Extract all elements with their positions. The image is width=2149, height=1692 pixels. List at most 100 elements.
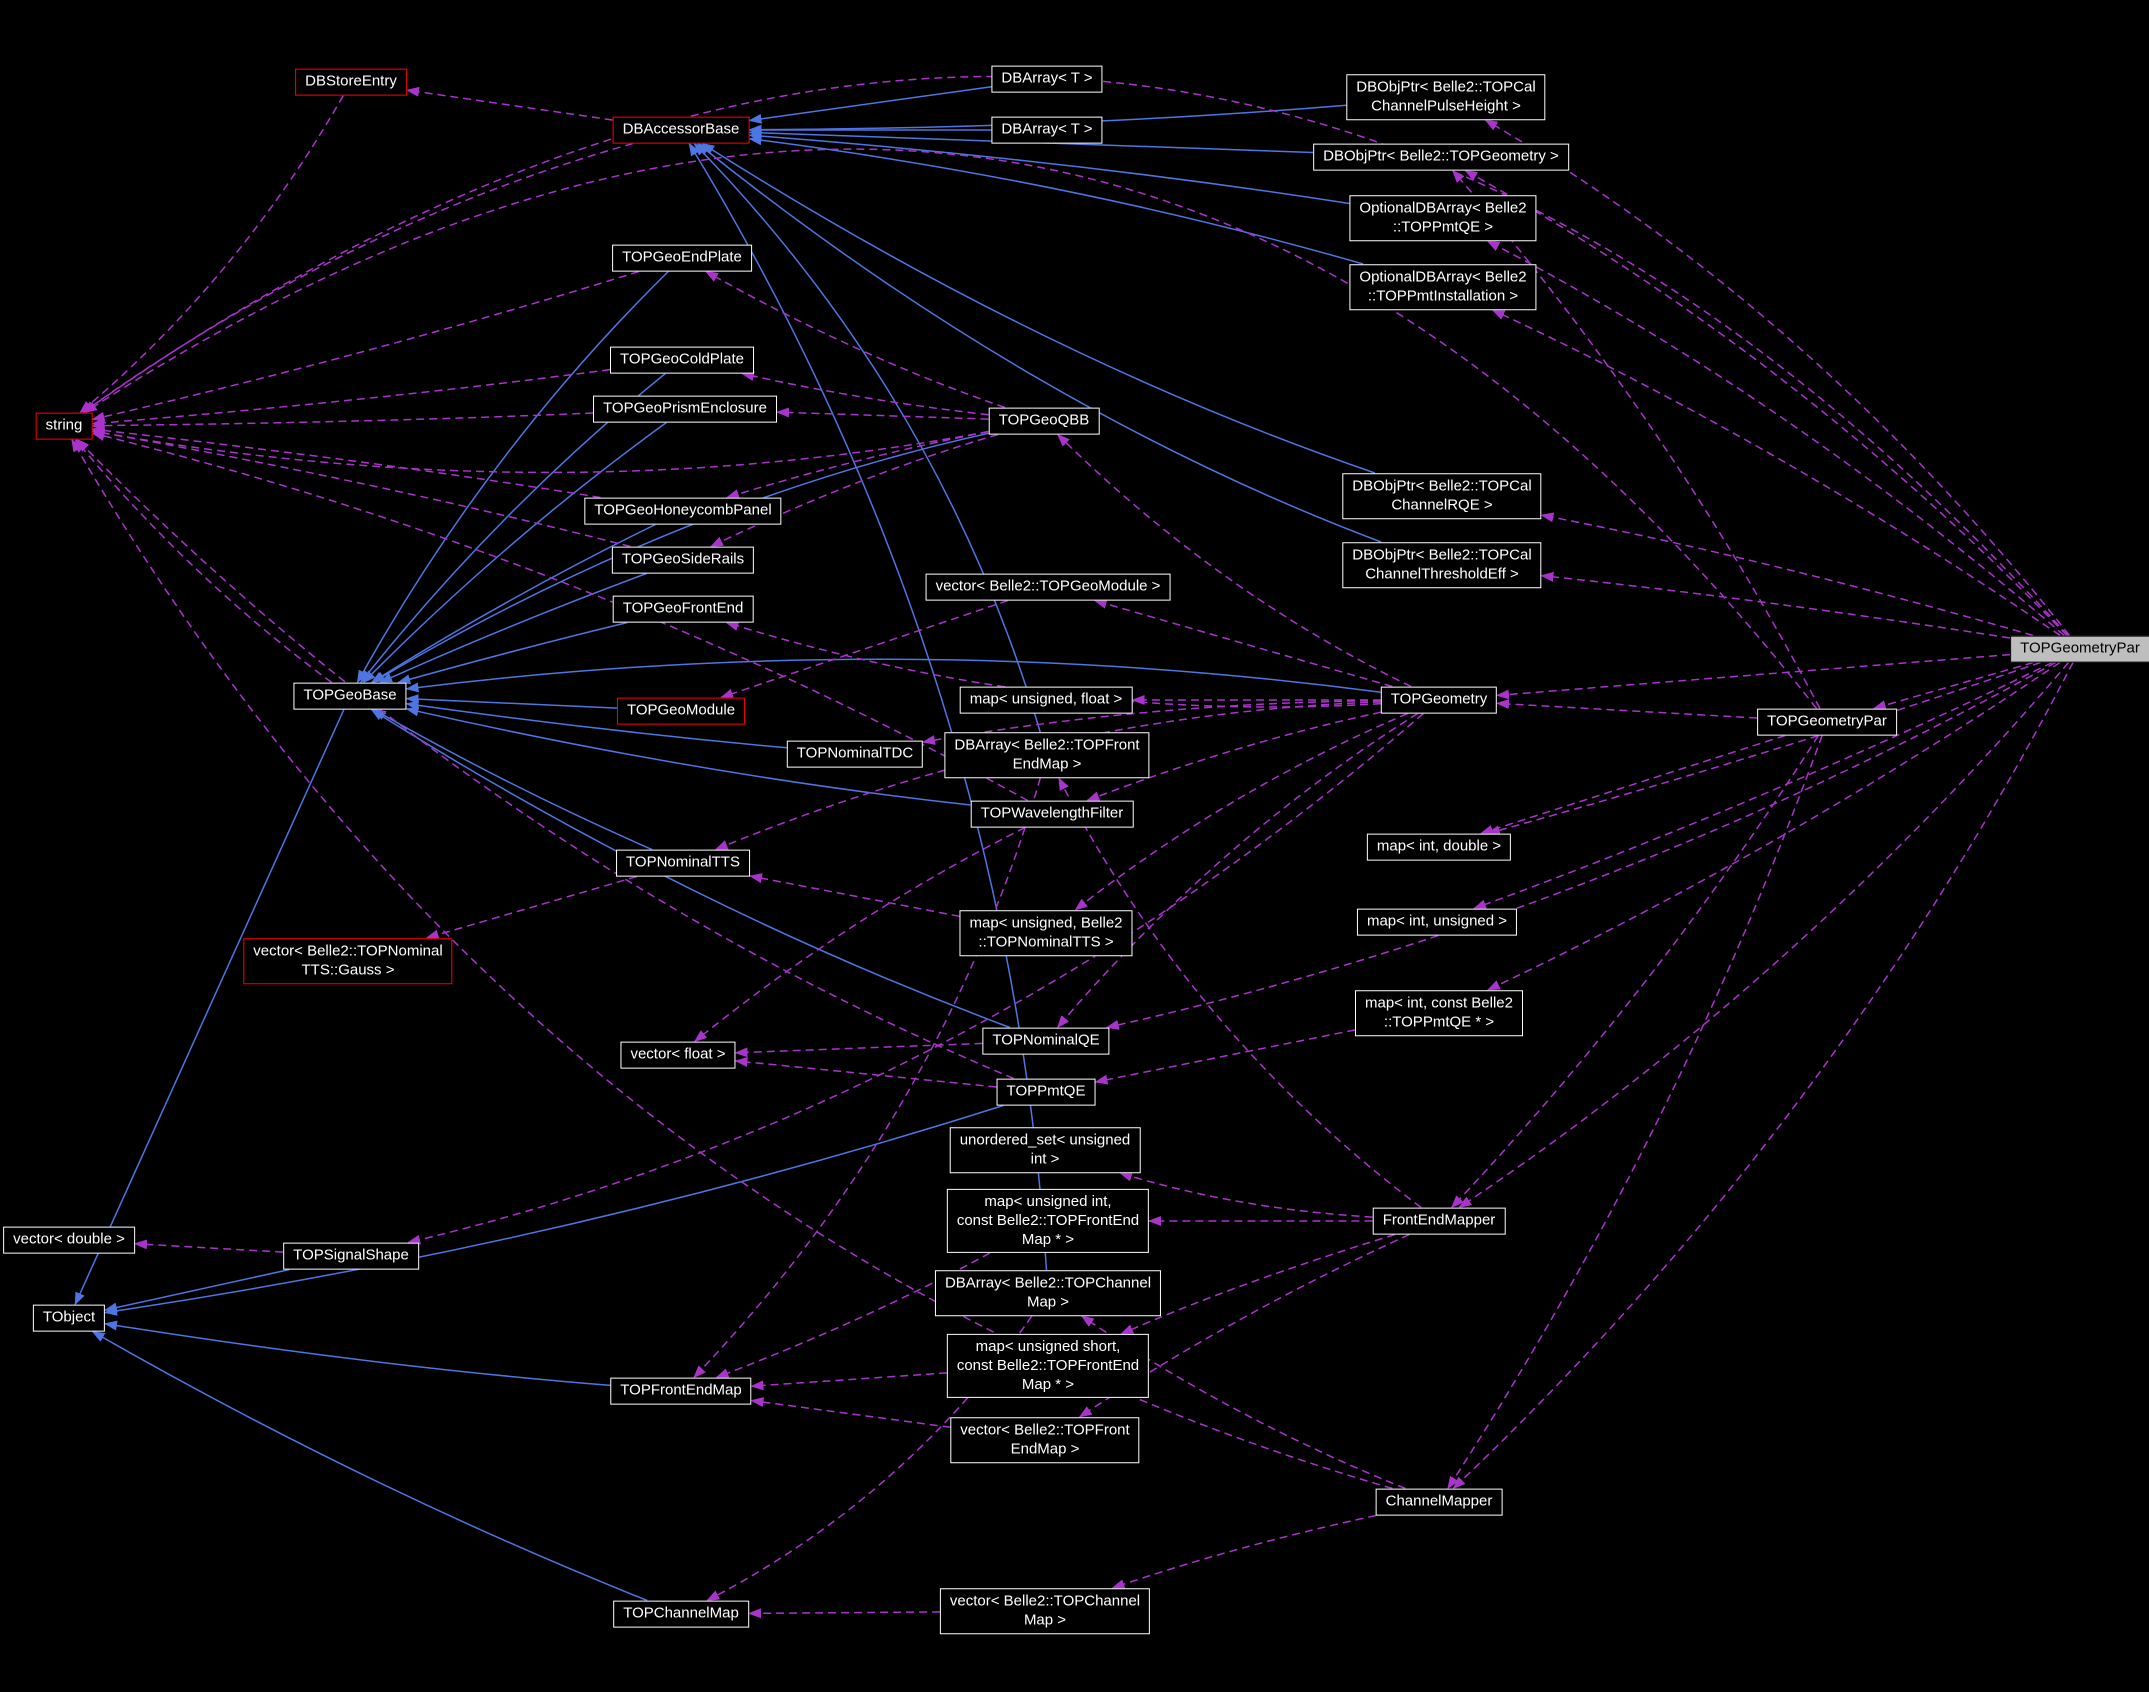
graph-node-dbobjptr_pulseheight[interactable]: DBObjPtr< Belle2::TOPCal ChannelPulseHei… bbox=[1346, 74, 1546, 120]
edge-optdbarray_pmtqe-dbaccessorbase bbox=[748, 131, 1350, 205]
edge-topgeometry-topwavelengthfilter bbox=[1086, 711, 1382, 802]
graph-node-map_int_unsigned[interactable]: map< int, unsigned > bbox=[1356, 908, 1518, 936]
edge-map_int_pmtqe-toppmtqe bbox=[1094, 1029, 1356, 1085]
edge-topsignalshape-vector_double bbox=[134, 1239, 284, 1253]
graph-node-optdbarray_pmtinst[interactable]: OptionalDBArray< Belle2 ::TOPPmtInstalla… bbox=[1349, 264, 1537, 310]
graph-node-dbobjptr_rqe[interactable]: DBObjPtr< Belle2::TOPCal ChannelRQE > bbox=[1342, 473, 1542, 519]
graph-node-topfrontendmap[interactable]: TOPFrontEndMap bbox=[610, 1377, 752, 1405]
graph-node-topwavelengthfilter[interactable]: TOPWavelengthFilter bbox=[970, 800, 1134, 828]
edge-map_unsigned_tts-topnominaltts bbox=[749, 873, 960, 918]
edge-topgeoqbb-string bbox=[91, 428, 989, 474]
graph-node-topgeometrypar_main[interactable]: TOPGeometryPar bbox=[2010, 635, 2149, 663]
edge-topgeometrypar_main-map_int_pmtqe bbox=[1486, 661, 2061, 991]
graph-node-string[interactable]: string bbox=[35, 412, 93, 440]
edge-map_ushort_frontend-topfrontendmap bbox=[750, 1372, 948, 1391]
graph-node-map_uint_frontend[interactable]: map< unsigned int, const Belle2::TOPFron… bbox=[946, 1188, 1150, 1254]
graph-node-vector_gauss[interactable]: vector< Belle2::TOPNominal TTS::Gauss > bbox=[243, 938, 453, 984]
graph-node-topgeosiderails[interactable]: TOPGeoSideRails bbox=[611, 546, 755, 574]
edge-topgeocoldplate-string bbox=[91, 368, 611, 428]
graph-node-topgeobase[interactable]: TOPGeoBase bbox=[293, 682, 407, 710]
edge-topnominaltdc-topgeobase bbox=[405, 700, 788, 749]
edge-topgeometrypar_main-map_int_double bbox=[1486, 661, 2041, 836]
edge-optdbarray_pmtinst-dbaccessorbase bbox=[748, 135, 1364, 265]
edge-topgeoqbb-topgeobase bbox=[371, 432, 989, 684]
edge-topgeometrypar_main-dbobjptr_rqe bbox=[1540, 512, 2034, 637]
edge-topgeometrypar_main-topnominalqe bbox=[1105, 661, 2056, 1030]
edge-topwavelengthfilter-topgeobase bbox=[405, 706, 971, 806]
graph-node-optdbarray_pmtqe[interactable]: OptionalDBArray< Belle2 ::TOPPmtQE > bbox=[1349, 195, 1537, 241]
edge-vector_frontendmap-topfrontendmap bbox=[750, 1397, 951, 1429]
edge-dbobjptr_threshold-dbaccessorbase bbox=[697, 142, 1382, 543]
edge-topgeometrypar_main-topgeometrypar2 bbox=[1872, 661, 2034, 710]
graph-node-topgeoprismenclosure[interactable]: TOPGeoPrismEnclosure bbox=[593, 395, 777, 423]
graph-node-topnominalqe[interactable]: TOPNominalQE bbox=[982, 1027, 1110, 1055]
graph-node-topchannelmap[interactable]: TOPChannelMap bbox=[613, 1600, 749, 1628]
graph-node-vector_geomodule[interactable]: vector< Belle2::TOPGeoModule > bbox=[925, 573, 1171, 601]
edge-toppmtqe-vector_float bbox=[734, 1057, 997, 1088]
graph-node-vector_double[interactable]: vector< double > bbox=[3, 1226, 135, 1254]
graph-node-topgeometry[interactable]: TOPGeometry bbox=[1380, 686, 1498, 714]
edge-topgeometrypar2-dbobjptr_geometry bbox=[1452, 169, 1821, 709]
edge-topgeometrypar_main-string bbox=[82, 75, 2069, 637]
edge-topgeoqbb-topgeohoneycomb bbox=[725, 430, 989, 499]
edge-topchannelmap-tobject bbox=[91, 1330, 648, 1602]
edge-topgeometrypar_main-dbobjptr_geometry bbox=[1464, 169, 2068, 637]
edge-dbstoreentry-string bbox=[79, 95, 344, 414]
graph-node-dbarray_t2[interactable]: DBArray< T > bbox=[991, 116, 1103, 144]
graph-node-vector_float[interactable]: vector< float > bbox=[620, 1041, 736, 1069]
graph-node-map_ushort_frontend[interactable]: map< unsigned short, const Belle2::TOPFr… bbox=[946, 1333, 1150, 1399]
graph-node-dbarray_channelmap[interactable]: DBArray< Belle2::TOPChannel Map > bbox=[934, 1270, 1162, 1316]
graph-node-topnominaltdc[interactable]: TOPNominalTDC bbox=[786, 740, 924, 768]
graph-node-topgeoendplate[interactable]: TOPGeoEndPlate bbox=[612, 244, 752, 272]
graph-node-topgeomodule[interactable]: TOPGeoModule bbox=[616, 697, 746, 725]
graph-node-channelmapper[interactable]: ChannelMapper bbox=[1375, 1488, 1503, 1516]
graph-node-topgeohoneycomb[interactable]: TOPGeoHoneycombPanel bbox=[584, 497, 782, 525]
graph-node-dbarray_t1[interactable]: DBArray< T > bbox=[991, 65, 1103, 93]
edge-dbarray_frontendmap-dbaccessorbase bbox=[693, 142, 1041, 733]
graph-node-unordered_set[interactable]: unordered_set< unsigned int > bbox=[949, 1127, 1141, 1173]
graph-node-vector_frontendmap[interactable]: vector< Belle2::TOPFront EndMap > bbox=[950, 1417, 1140, 1463]
graph-node-topgeoqbb[interactable]: TOPGeoQBB bbox=[988, 407, 1100, 435]
edge-channelmapper-vector_channelmap bbox=[1111, 1514, 1377, 1589]
edge-topgeoprismenclosure-topgeobase bbox=[362, 421, 667, 684]
graph-node-vector_channelmap[interactable]: vector< Belle2::TOPChannel Map > bbox=[939, 1588, 1151, 1634]
edge-topgeometrypar_main-topgeometry bbox=[1496, 653, 2011, 700]
edge-toppmtqe-tobject bbox=[104, 1104, 1004, 1316]
graph-node-dbstoreentry[interactable]: DBStoreEntry bbox=[295, 68, 407, 96]
edge-vector_channelmap-topchannelmap bbox=[748, 1608, 941, 1619]
graph-node-map_unsigned_tts[interactable]: map< unsigned, Belle2 ::TOPNominalTTS > bbox=[959, 910, 1133, 956]
graph-node-toppmtqe[interactable]: TOPPmtQE bbox=[996, 1078, 1096, 1106]
graph-node-map_int_pmtqe[interactable]: map< int, const Belle2 ::TOPPmtQE * > bbox=[1354, 990, 1524, 1036]
edge-topgeosiderails-topgeobase bbox=[379, 572, 647, 684]
edge-topgeoqbb-topgeocoldplate bbox=[741, 371, 989, 416]
graph-node-topgeometrypar2[interactable]: TOPGeometryPar bbox=[1757, 708, 1897, 736]
edge-topfrontendmap-tobject bbox=[104, 1320, 611, 1387]
graph-node-dbobjptr_geometry[interactable]: DBObjPtr< Belle2::TOPGeometry > bbox=[1313, 143, 1569, 171]
graph-node-map_int_double[interactable]: map< int, double > bbox=[1366, 833, 1512, 861]
edge-topgeobase-tobject bbox=[74, 709, 345, 1306]
edge-vector_geomodule-topgeomodule bbox=[720, 599, 1009, 699]
edge-frontendmapper-dbarray_frontendmap bbox=[1058, 777, 1422, 1209]
graph-node-topgeocoldplate[interactable]: TOPGeoColdPlate bbox=[610, 346, 754, 374]
edge-topgeobase-string bbox=[74, 438, 333, 684]
graph-node-tobject[interactable]: TObject bbox=[32, 1304, 106, 1332]
graph-node-dbobjptr_threshold[interactable]: DBObjPtr< Belle2::TOPCal ChannelThreshol… bbox=[1342, 542, 1542, 588]
graph-node-map_unsigned_float[interactable]: map< unsigned, float > bbox=[959, 686, 1133, 714]
edge-dbaccessorbase-string bbox=[82, 142, 634, 414]
graph-node-topsignalshape[interactable]: TOPSignalShape bbox=[283, 1242, 419, 1270]
edge-topgeometry-map_unsigned_tts bbox=[1074, 712, 1408, 911]
graph-node-topgeofrontend[interactable]: TOPGeoFrontEnd bbox=[612, 595, 754, 623]
edge-topgeohoneycomb-string bbox=[91, 425, 601, 499]
edge-topgeometrypar_main-optdbarray_pmtqe bbox=[1486, 240, 2065, 637]
graph-node-dbarray_frontendmap[interactable]: DBArray< Belle2::TOPFront EndMap > bbox=[944, 732, 1150, 778]
edge-frontendmapper-unordered_set bbox=[1119, 1171, 1373, 1218]
graph-node-dbaccessorbase[interactable]: DBAccessorBase bbox=[612, 116, 750, 144]
edge-topgeomodule-topgeobase bbox=[405, 694, 618, 709]
graph-node-frontendmapper[interactable]: FrontEndMapper bbox=[1372, 1207, 1506, 1235]
edge-topgeometrypar2-map_int_double bbox=[1479, 734, 1786, 835]
graph-node-topnominaltts[interactable]: TOPNominalTTS bbox=[616, 849, 750, 877]
edge-topgeometry-topnominalqe bbox=[1056, 712, 1418, 1029]
edge-topgeometrypar2-topgeometry bbox=[1496, 698, 1758, 719]
